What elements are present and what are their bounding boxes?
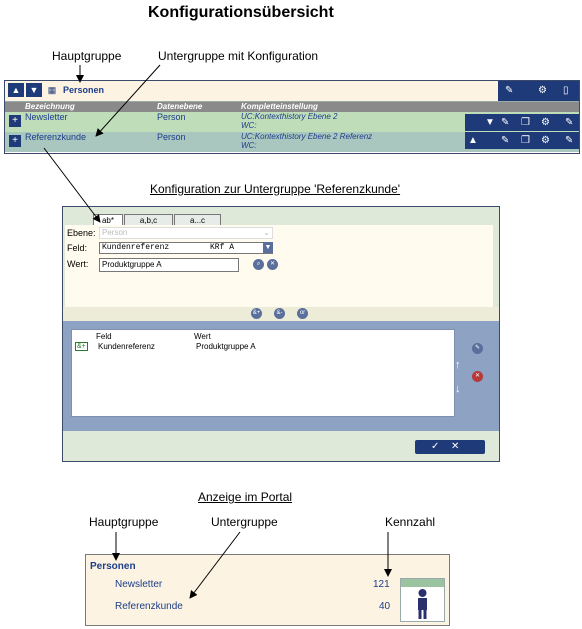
edit-icon[interactable]: ✎: [472, 343, 483, 354]
config-icon[interactable]: ⚙: [541, 135, 550, 146]
config-icon[interactable]: ⚙: [538, 85, 547, 96]
confirm-icon[interactable]: ✓: [431, 441, 440, 452]
config-dialog: ab* a,b,c a...c Ebene: Person ⌄ Feld: Ku…: [62, 206, 500, 462]
portal-count-referenzkunde: 40: [379, 601, 391, 612]
ebene-select[interactable]: Person ⌄: [99, 227, 273, 239]
feld-label: Feld:: [67, 243, 88, 253]
row-uc: UC:Kontexthistory Ebene 2: [241, 112, 338, 121]
delete-icon[interactable]: ✕: [472, 371, 483, 382]
row-wc: WC:: [241, 141, 257, 150]
annotation-untergruppe-portal: Untergruppe: [211, 515, 278, 529]
column-header-bezeichnung: Bezeichnung: [25, 102, 75, 111]
cancel-icon[interactable]: ✕: [451, 441, 460, 452]
person-figure-icon: [400, 578, 445, 622]
feld-select[interactable]: Kundenreferenz KRf A: [99, 242, 273, 254]
column-header-kompletteinstellung: Kompletteinstellung: [241, 102, 318, 111]
group-title: Personen: [63, 85, 105, 95]
group-toolbar: ✎ ⚙ ▯: [498, 81, 579, 101]
chevron-down-icon: ⌄: [263, 228, 270, 237]
condition-list: Feld Wert &+ Kundenreferenz Produktgrupp…: [71, 329, 455, 417]
condition-list-area: Feld Wert &+ Kundenreferenz Produktgrupp…: [63, 321, 499, 431]
wert-input[interactable]: Produktgruppe A: [99, 258, 239, 272]
group-table-header: ▲ ▼ ▦ Personen ✎ ⚙ ▯: [5, 81, 579, 102]
column-header-datenebene: Datenebene: [157, 102, 203, 111]
lookup-icon[interactable]: ⌕: [253, 259, 264, 270]
list-header-wert: Wert: [194, 332, 211, 341]
grid-icon[interactable]: ▦: [44, 83, 60, 97]
row-level: Person: [157, 112, 186, 122]
table-row-newsletter[interactable]: + Newsletter Person UC:Kontexthistory Eb…: [5, 112, 579, 132]
copy-icon[interactable]: ❐: [521, 135, 530, 146]
annotation-hauptgruppe-portal: Hauptgruppe: [89, 515, 159, 529]
move-up-icon[interactable]: ▲: [8, 83, 24, 97]
ebene-value: Person: [102, 228, 128, 237]
row-wc: WC:: [241, 121, 257, 130]
annotation-hauptgruppe: Hauptgruppe: [52, 49, 122, 63]
list-row-wert[interactable]: Produktgruppe A: [196, 342, 256, 351]
copy-icon[interactable]: ❐: [521, 117, 530, 128]
row-uc: UC:Kontexthistory Ebene 2 Referenz: [241, 132, 373, 141]
list-row-operator: &+: [75, 342, 88, 351]
annotation-kennzahl: Kennzahl: [385, 515, 436, 529]
page-title: Konfigurationsübersicht: [148, 4, 334, 21]
expand-icon[interactable]: +: [9, 115, 21, 127]
annotation-konfiguration-heading: Konfiguration zur Untergruppe 'Referenzk…: [150, 182, 401, 196]
portal-count-newsletter: 121: [373, 579, 390, 590]
and-minus-button[interactable]: &-: [274, 308, 285, 319]
portal-panel: Personen Newsletter 121 Referenzkunde 40: [85, 554, 450, 626]
and-plus-button[interactable]: &+: [251, 308, 262, 319]
move-down-icon[interactable]: ↓: [455, 383, 461, 395]
move-up-icon[interactable]: ↑: [455, 359, 461, 371]
feld-value: Kundenreferenz: [102, 243, 170, 252]
row-level: Person: [157, 132, 186, 142]
config-icon[interactable]: ⚙: [541, 117, 550, 128]
list-header-feld: Feld: [96, 332, 112, 341]
move-down-icon[interactable]: ▼: [485, 117, 495, 128]
annotation-anzeige-heading: Anzeige im Portal: [198, 490, 293, 504]
row-toolbar: ▼ ✎ ❐ ⚙ ✎: [465, 114, 579, 131]
row-toolbar: ▲ ✎ ❐ ⚙ ✎: [465, 132, 579, 149]
edit-icon[interactable]: ✎: [501, 117, 510, 128]
feld-code: KRf A: [210, 243, 235, 252]
new-page-icon[interactable]: ▯: [563, 85, 569, 96]
portal-item-newsletter[interactable]: Newsletter: [115, 579, 163, 590]
annotation-untergruppe-mit-konfiguration: Untergruppe mit Konfiguration: [158, 49, 319, 63]
group-table-panel: ▲ ▼ ▦ Personen ✎ ⚙ ▯ Bezeichnung Dateneb…: [4, 80, 580, 154]
row-name[interactable]: Newsletter: [25, 112, 68, 122]
edit-icon[interactable]: ✎: [565, 117, 574, 128]
table-row-referenzkunde[interactable]: + Referenzkunde Person UC:Kontexthistory…: [5, 132, 579, 152]
list-row-feld[interactable]: Kundenreferenz: [98, 342, 155, 351]
dialog-buttons: ✓ ✕: [415, 440, 485, 454]
column-header-row: Bezeichnung Datenebene Kompletteinstellu…: [5, 102, 579, 112]
edit-icon[interactable]: ✎: [505, 85, 514, 96]
clear-icon[interactable]: ✕: [267, 259, 278, 270]
expand-icon[interactable]: +: [9, 135, 21, 147]
portal-title: Personen: [90, 561, 136, 572]
portal-item-referenzkunde[interactable]: Referenzkunde: [115, 601, 183, 612]
edit-icon[interactable]: ✎: [501, 135, 510, 146]
move-up-icon[interactable]: ▲: [468, 135, 478, 146]
operator-bar: &+ &- or: [63, 307, 499, 321]
dialog-footer: ✓ ✕: [63, 431, 499, 461]
chevron-down-icon[interactable]: ▼: [263, 242, 273, 253]
edit-icon[interactable]: ✎: [565, 135, 574, 146]
wert-label: Wert:: [67, 259, 89, 269]
ebene-label: Ebene:: [67, 228, 96, 238]
row-name[interactable]: Referenzkunde: [25, 132, 87, 142]
or-button[interactable]: or: [297, 308, 308, 319]
condition-form: Ebene: Person ⌄ Feld: Kundenreferenz KRf…: [65, 225, 493, 307]
move-down-icon[interactable]: ▼: [26, 83, 42, 97]
